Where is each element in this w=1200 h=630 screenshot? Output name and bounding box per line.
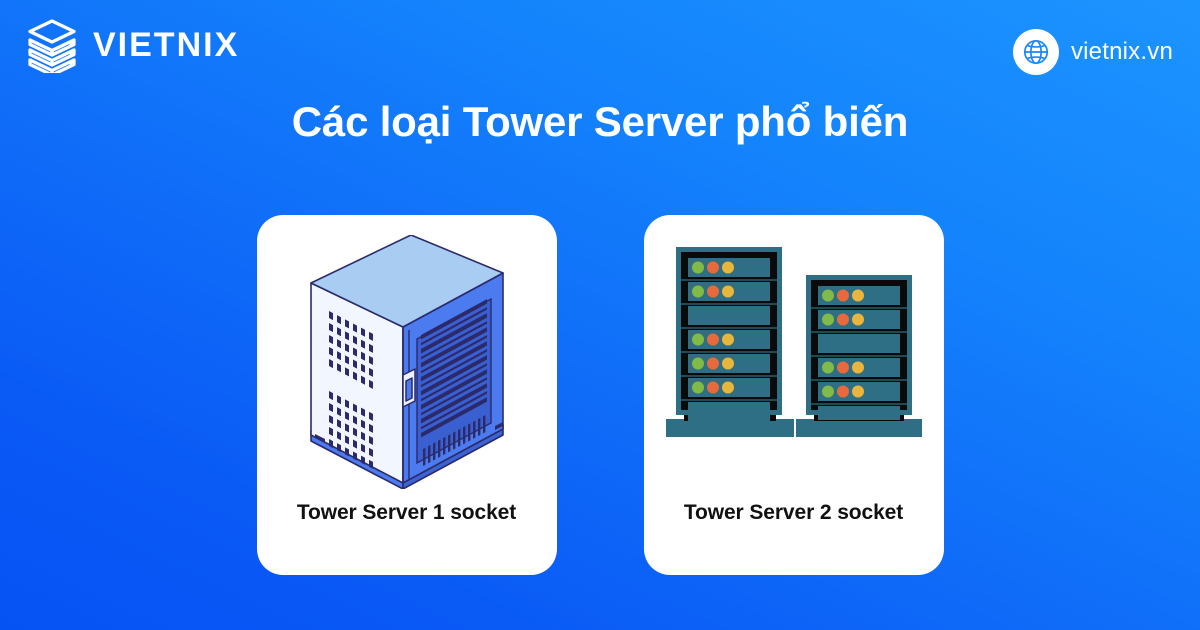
card-illustration — [257, 215, 557, 502]
brand-name: VIETNIX — [93, 26, 240, 64]
page-title: Các loại Tower Server phổ biến — [291, 98, 909, 145]
isometric-tower-server-icon — [309, 234, 504, 489]
dual-server-rack-icon — [665, 246, 922, 437]
card-tower-server-2-socket[interactable]: Tower Server 2 socket — [643, 215, 944, 575]
site-url-link[interactable]: vietnix.vn — [1012, 29, 1173, 75]
card-label: Tower Server 2 socket — [683, 501, 904, 524]
card-group: Tower Server 1 socket — [0, 215, 1200, 575]
stacked-layers-server-icon — [28, 19, 76, 73]
site-url-text: vietnix.vn — [1070, 38, 1173, 65]
card-illustration — [644, 215, 944, 502]
brand-logo[interactable]: VIETNIX — [26, 17, 239, 73]
page-header: VIETNIX vietnix.vn — [0, 0, 1200, 96]
rack-right — [795, 274, 922, 437]
card-tower-server-1-socket[interactable]: Tower Server 1 socket — [256, 215, 557, 575]
globe-icon — [1012, 29, 1059, 75]
card-label: Tower Server 1 socket — [296, 501, 517, 524]
rack-left — [665, 246, 794, 437]
